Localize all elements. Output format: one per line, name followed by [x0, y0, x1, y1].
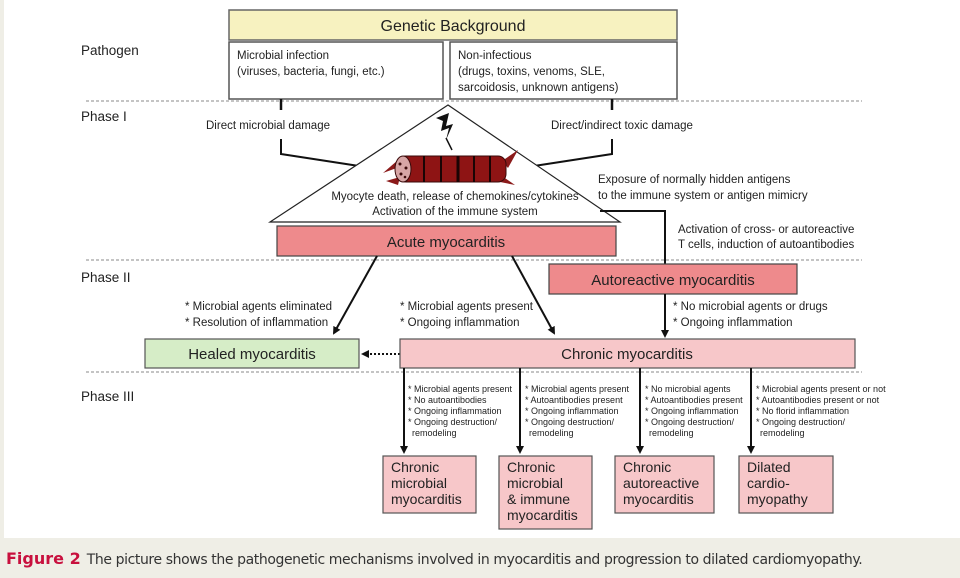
phase3-column: * Microbial agents present* Autoantibodi…	[498, 368, 630, 530]
acute-myocarditis-box	[276, 225, 617, 257]
exposure-text-line1: Exposure of normally hidden antigens	[598, 174, 791, 186]
phase3-note: remodeling	[529, 428, 574, 438]
phase3-outcome-box	[382, 455, 477, 514]
acute-to-chronic-arrow	[511, 255, 555, 335]
phase3-outcome-box	[738, 455, 834, 514]
phase3-outcome-label: & immune	[507, 491, 570, 507]
chronic-note-1: * Microbial agents present	[400, 301, 534, 313]
phase3-column: * No microbial agents* Autoantibodies pr…	[614, 368, 743, 514]
figure-label: Figure 2	[6, 549, 81, 568]
healed-myocarditis-box	[144, 338, 360, 369]
lightning-bolt-icon	[436, 113, 453, 151]
phase3-note: * Autoantibodies present	[645, 395, 743, 405]
phase3-note: * Autoantibodies present	[525, 395, 623, 405]
phase3-outcome-label: Dilated	[747, 459, 791, 475]
healed-note-2: * Resolution of inflammation	[185, 317, 328, 329]
phase3-outcome-label: microbial	[507, 475, 563, 491]
chronic-myocarditis-box	[399, 338, 856, 369]
microbial-line2: (viruses, bacteria, fungi, etc.)	[237, 66, 385, 78]
myocarditis-pathogenesis-diagram: Pathogen Phase I Phase II Phase III Gene…	[81, 9, 886, 530]
phase3-outcome-box	[614, 455, 715, 514]
phase3-column: * Microbial agents present* No autoantib…	[382, 368, 513, 514]
phase3-note: * Ongoing inflammation	[645, 406, 739, 416]
phase3-outcome-label: myopathy	[747, 491, 808, 507]
autoreactive-myocarditis-box	[548, 263, 798, 295]
phase3-note: remodeling	[649, 428, 694, 438]
genetic-background-label: Genetic Background	[381, 18, 526, 35]
exposure-text-line2: to the immune system or antigen mimicry	[598, 190, 808, 202]
phase3-note: * Ongoing inflammation	[525, 406, 619, 416]
label-phase1: Phase I	[81, 109, 127, 124]
chronic-note-2: * Ongoing inflammation	[400, 317, 520, 329]
figure-caption: Figure 2 The picture shows the pathogenet…	[6, 549, 863, 568]
phase3-column: * Microbial agents present or not* Autoa…	[738, 368, 886, 514]
phase3-note: * No microbial agents	[645, 384, 731, 394]
direct-microbial-damage: Direct microbial damage	[206, 120, 330, 132]
phase3-note: * Ongoing destruction/	[408, 417, 498, 427]
noninfectious-line2: (drugs, toxins, venoms, SLE,	[458, 66, 605, 78]
phase3-note: * Microbial agents present	[408, 384, 513, 394]
microbial-line1: Microbial infection	[237, 50, 329, 62]
triangle-text-line2: Activation of the immune system	[372, 206, 538, 218]
phase3-note: * Microbial agents present or not	[756, 384, 886, 394]
phase3-note: * Microbial agents present	[525, 384, 630, 394]
microbial-infection-box	[228, 41, 444, 100]
noninfectious-line1: Non-infectious	[458, 50, 532, 62]
microbial-damage-arrow	[280, 139, 374, 172]
triangle-text-line1: Myocyte death, release of chemokines/cyt…	[331, 191, 579, 203]
autoreactive-connector	[600, 210, 666, 264]
activation-text-line2: T cells, induction of autoantibodies	[678, 239, 854, 251]
phase3-note: * No autoantibodies	[408, 395, 487, 405]
phase3-note: remodeling	[412, 428, 457, 438]
phase3-outcome-label: microbial	[391, 475, 447, 491]
activation-text-line1: Activation of cross- or autoreactive	[678, 224, 854, 236]
healed-note-1: * Microbial agents eliminated	[185, 301, 332, 313]
damaged-myocyte-icon	[383, 150, 518, 185]
autoreactive-note-2: * Ongoing inflammation	[673, 317, 793, 329]
phase3-note: * Ongoing destruction/	[525, 417, 615, 427]
figure-panel: Pathogen Phase I Phase II Phase III Gene…	[4, 0, 960, 538]
phase3-outcome-label: myocarditis	[391, 491, 462, 507]
phase3-note: * Ongoing destruction/	[756, 417, 846, 427]
phase3-outcome-label: autoreactive	[623, 475, 699, 491]
direct-indirect-toxic-damage: Direct/indirect toxic damage	[551, 120, 693, 132]
healed-myocarditis-label: Healed myocarditis	[188, 346, 316, 363]
genetic-background-box	[228, 9, 678, 41]
phase3-outcome-label: cardio-	[747, 475, 790, 491]
phase3-note: * No florid inflammation	[756, 406, 849, 416]
toxic-damage-arrow	[519, 139, 613, 172]
chronic-myocarditis-label: Chronic myocarditis	[561, 346, 693, 363]
phase3-note: * Autoantibodies present or not	[756, 395, 880, 405]
acute-myocarditis-label: Acute myocarditis	[387, 234, 505, 251]
acute-to-healed-arrow	[333, 255, 378, 335]
label-pathogen: Pathogen	[81, 43, 139, 58]
noninfectious-line3: sarcoidosis, unknown antigens)	[458, 82, 619, 94]
caption-text: The picture shows the pathogenetic mecha…	[86, 552, 863, 568]
autoreactive-note-1: * No microbial agents or drugs	[673, 301, 828, 313]
phase3-outcome-box	[498, 455, 593, 530]
noninfectious-box	[449, 41, 678, 100]
label-phase3: Phase III	[81, 389, 134, 404]
phase3-note: remodeling	[760, 428, 805, 438]
autoreactive-myocarditis-label: Autoreactive myocarditis	[591, 272, 754, 289]
phase3-outcome-label: Chronic	[391, 459, 439, 475]
phase3-outcome-label: Chronic	[623, 459, 671, 475]
phase3-outcome-label: myocarditis	[623, 491, 694, 507]
phase3-note: * Ongoing inflammation	[408, 406, 502, 416]
phase3-outcome-label: Chronic	[507, 459, 555, 475]
phase3-note: * Ongoing destruction/	[645, 417, 735, 427]
label-phase2: Phase II	[81, 270, 131, 285]
phase3-outcome-label: myocarditis	[507, 507, 578, 523]
